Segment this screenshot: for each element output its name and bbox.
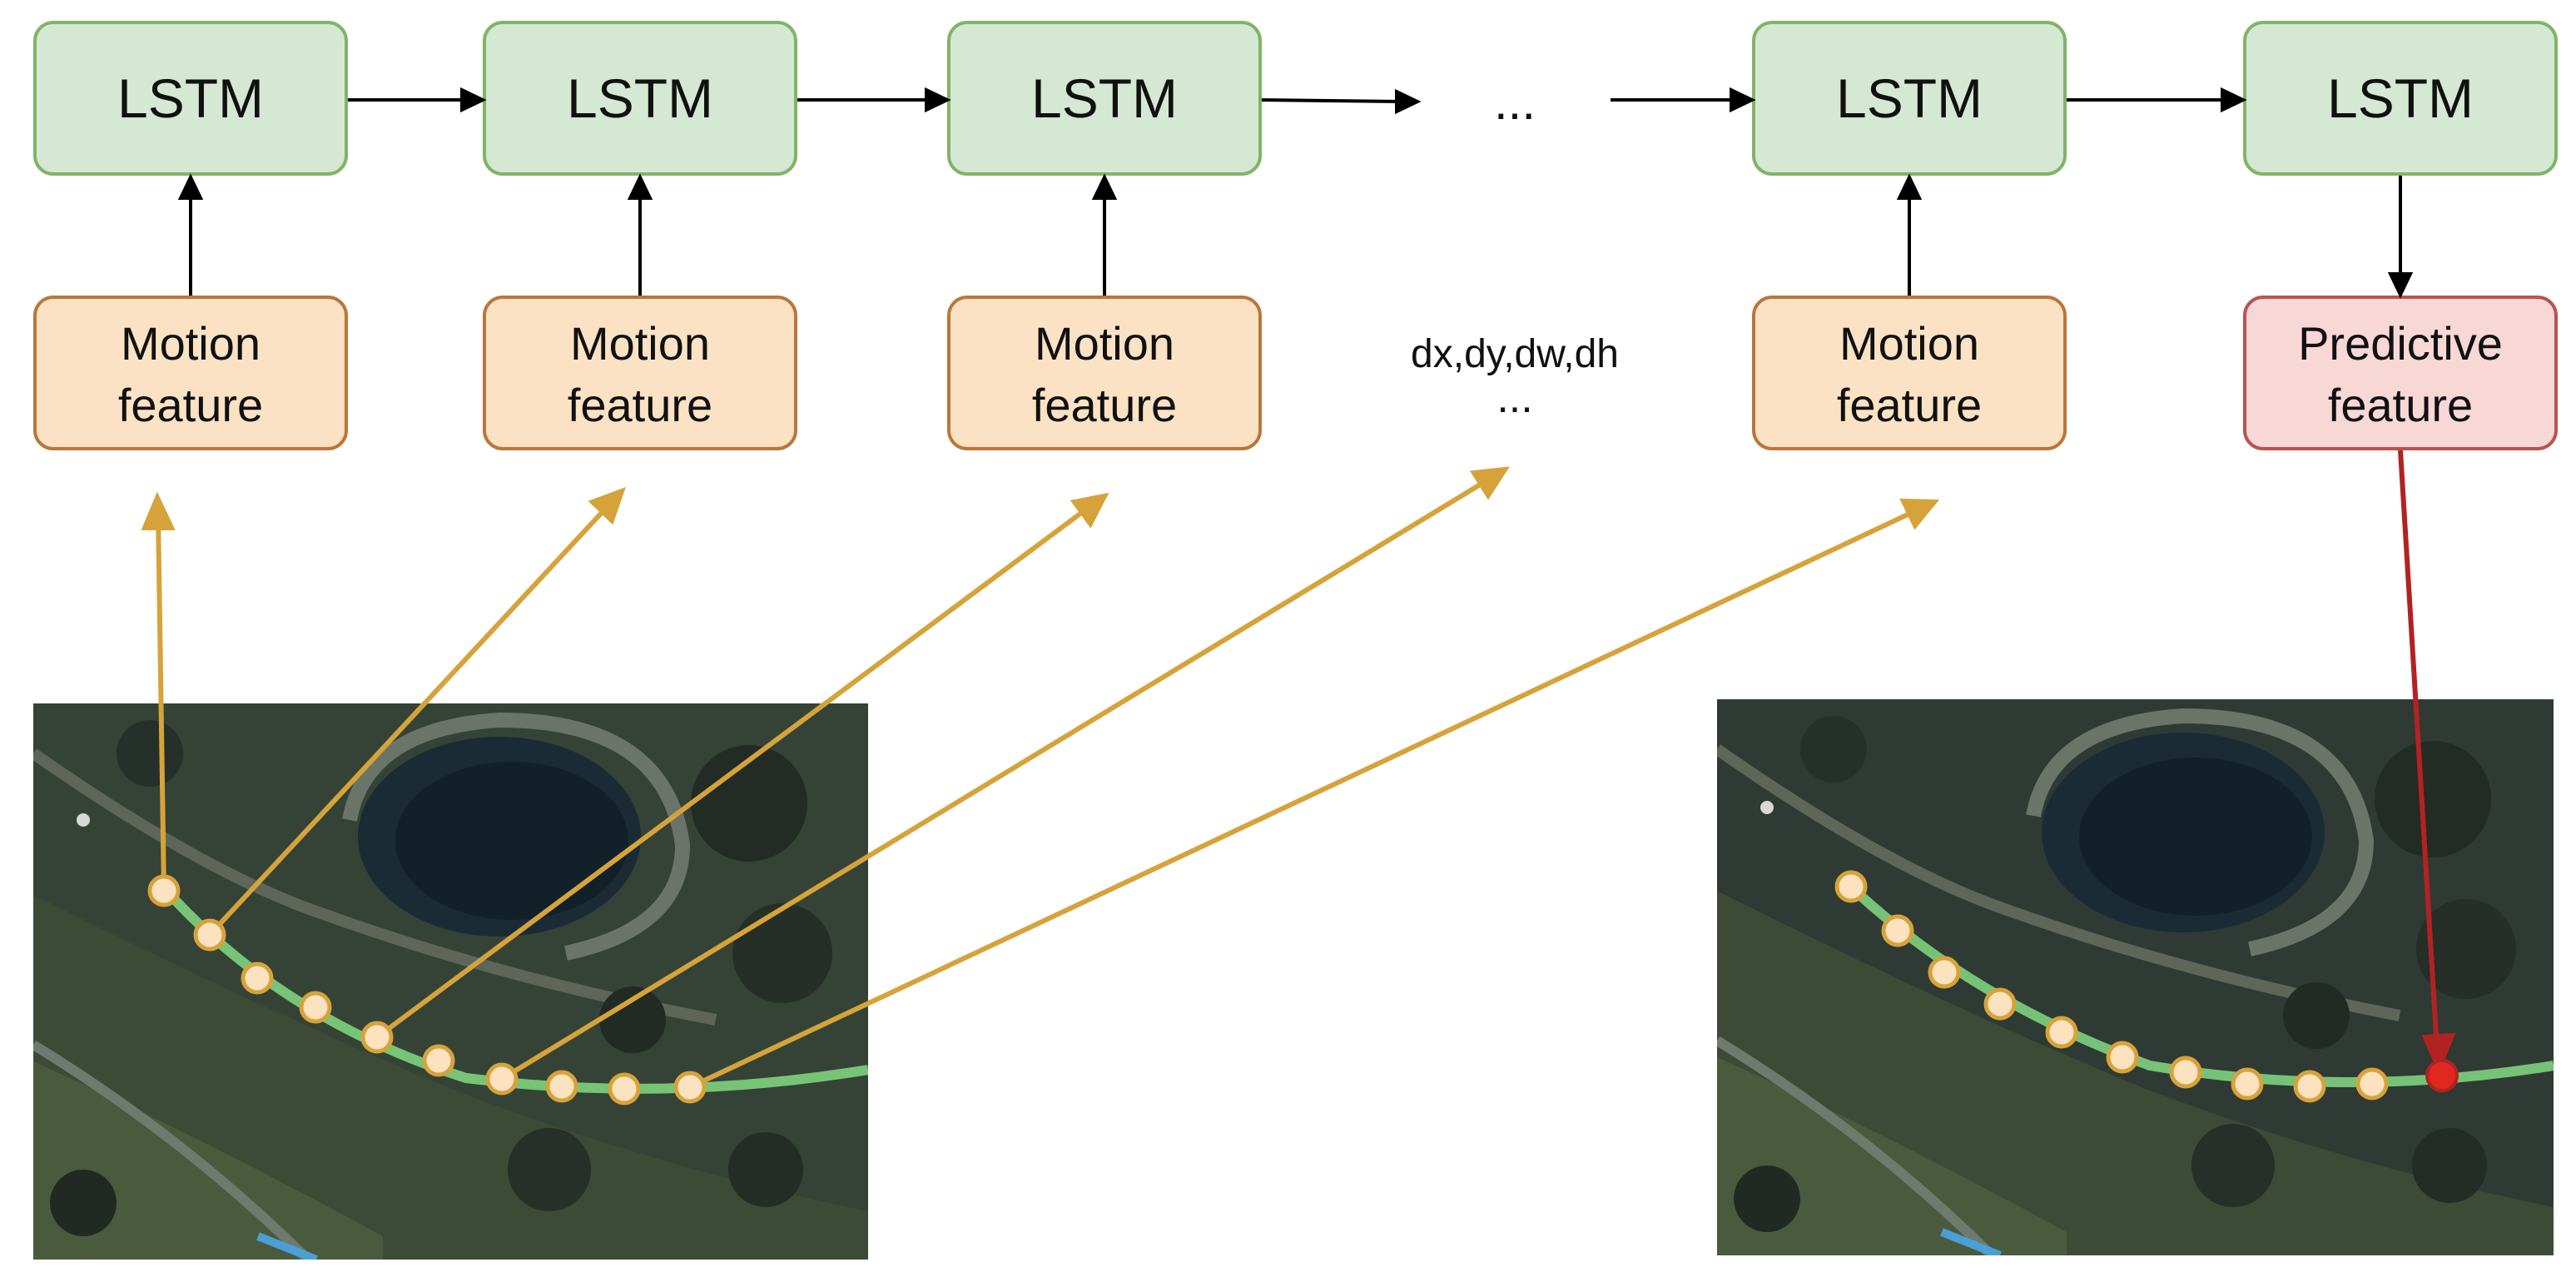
lstm-label: LSTM	[1030, 67, 1179, 129]
track-point	[422, 1044, 455, 1077]
ellipsis-top: ...	[1493, 74, 1536, 130]
arrow-head	[1395, 88, 1422, 115]
feature-extraction-arrows	[141, 466, 1940, 1090]
track-point	[2231, 1067, 2264, 1101]
gold-arrow	[156, 514, 166, 892]
track-point	[673, 1071, 707, 1104]
arrow-head	[1899, 498, 1940, 530]
motion-line1: Motion	[1034, 317, 1175, 370]
track-point	[2045, 1016, 2078, 1049]
lstm-cell-1: LSTM	[33, 21, 348, 176]
track-points-predicted-map	[1834, 870, 2389, 1103]
gold-arrow	[500, 476, 1491, 1081]
lstm-label: LSTM	[1835, 67, 1983, 129]
gold-arrow	[375, 504, 1092, 1040]
track-point	[2169, 1056, 2202, 1089]
lstm-cell-5: LSTM	[2243, 21, 2558, 176]
predictive-line1: Predictive	[2298, 317, 2503, 370]
sequence-arrows	[348, 87, 2247, 115]
track-point	[193, 918, 226, 952]
arrow-head	[460, 87, 487, 113]
track-points-observed	[147, 874, 707, 1106]
arrow-head	[2221, 87, 2247, 113]
predicted-point	[2425, 1059, 2459, 1092]
lstm-label: LSTM	[117, 67, 265, 129]
track-point	[608, 1072, 641, 1106]
motion-line2: feature	[117, 379, 264, 431]
lstm-label: LSTM	[2326, 67, 2474, 129]
arrow-head	[588, 486, 626, 525]
arrow-head	[1730, 87, 1756, 113]
motion-line2: feature	[1836, 379, 1983, 431]
track-point	[1834, 870, 1868, 903]
arrow-head	[141, 491, 176, 530]
lstm-label: LSTM	[566, 67, 714, 129]
arrow-head	[925, 87, 951, 113]
motion-line2: feature	[567, 379, 713, 431]
ellipsis-mid: ...	[1496, 374, 1533, 422]
arrow-head	[177, 173, 204, 200]
arrow-head	[1469, 466, 1510, 500]
motion-line1: Motion	[1839, 317, 1980, 370]
motion-feature-2: Motion feature	[483, 296, 797, 450]
track-point	[2293, 1070, 2326, 1103]
motion-line1: Motion	[120, 317, 261, 370]
arrow-head	[2421, 1032, 2456, 1075]
track-point	[485, 1062, 519, 1096]
lstm-cell-3: LSTM	[947, 21, 1262, 176]
track-point	[2355, 1067, 2389, 1101]
arrow-head	[2387, 272, 2414, 299]
gold-arrow	[688, 507, 1920, 1090]
motion-line1: Motion	[569, 317, 711, 370]
arrow-head	[1070, 492, 1109, 529]
track-point	[1881, 914, 1914, 947]
aerial-map-predicted	[1717, 699, 2554, 1255]
track-point	[1983, 987, 2017, 1021]
motion-feature-1: Motion feature	[33, 296, 348, 450]
arrow-head	[627, 173, 653, 200]
delta-label: dx,dy,dw,dh	[1411, 332, 1619, 376]
track-point	[360, 1021, 394, 1054]
track-point	[241, 962, 274, 995]
motion-feature-3: Motion feature	[947, 296, 1262, 450]
arrow-head	[1896, 173, 1923, 200]
arrow-head	[1091, 173, 1118, 200]
prediction-arrow	[2398, 450, 2456, 1075]
track-point	[1928, 956, 1961, 989]
motion-feature-4: Motion feature	[1752, 296, 2067, 450]
track-point	[299, 991, 332, 1024]
predictive-line2: feature	[2327, 379, 2474, 431]
predictive-feature: Predictive feature	[2243, 296, 2558, 450]
gold-arrow	[207, 502, 612, 937]
input-arrows	[177, 173, 2414, 299]
arrow-right	[1261, 98, 1403, 103]
motion-line2: feature	[1031, 379, 1178, 431]
red-arrow	[2398, 450, 2440, 1050]
track-point	[545, 1070, 578, 1103]
track-point	[2106, 1041, 2139, 1074]
track-point	[147, 874, 181, 907]
